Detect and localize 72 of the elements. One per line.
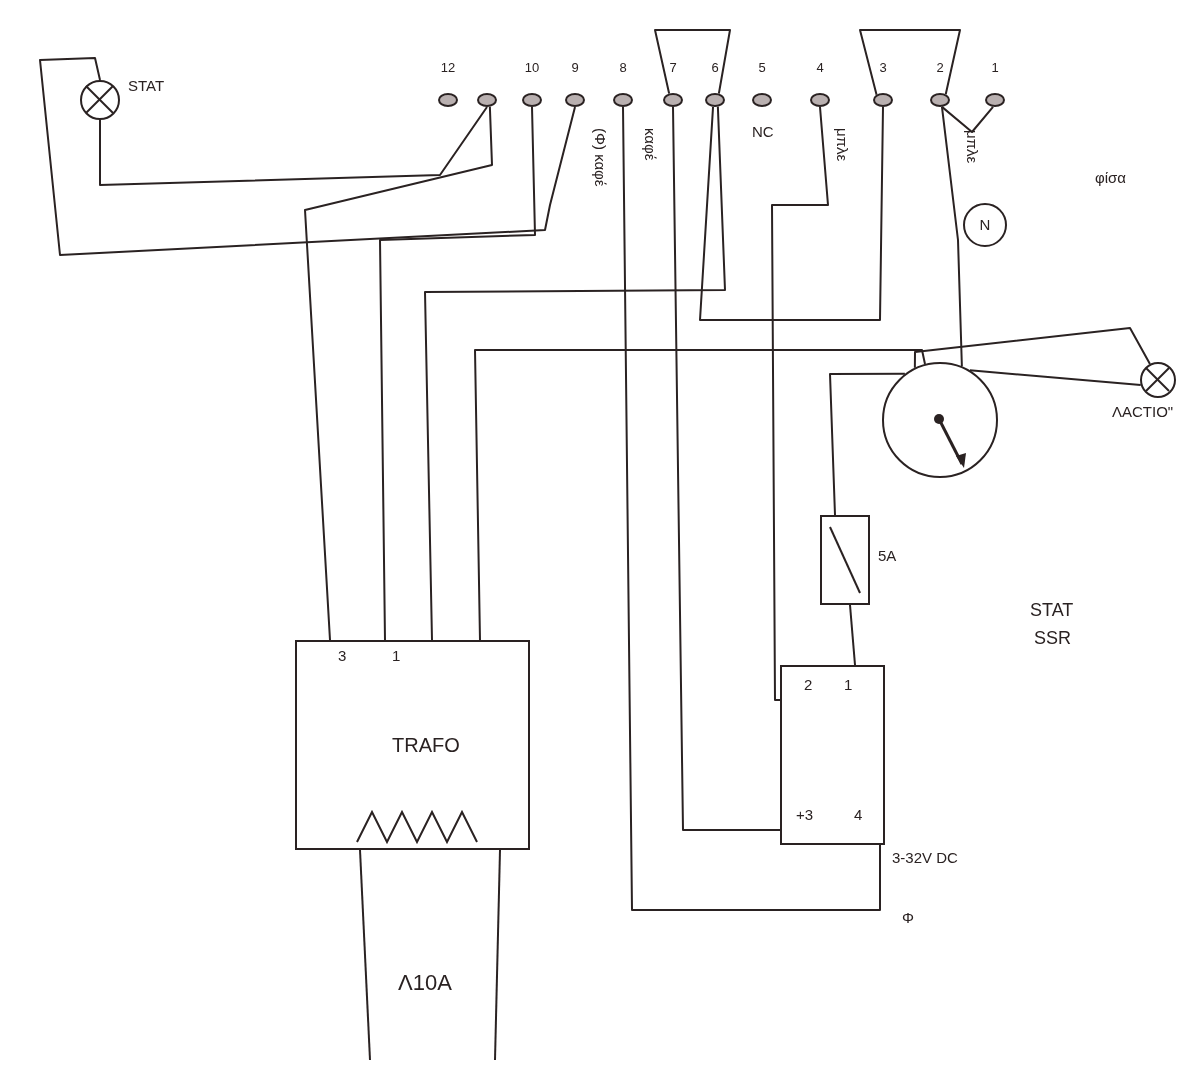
- wire: [39, 57, 576, 256]
- relay-box: [780, 665, 885, 845]
- wire: [359, 849, 371, 1061]
- lamp-symbol: [80, 80, 120, 120]
- terminal-number: 4: [815, 60, 825, 76]
- thermostat-dial: [882, 362, 998, 478]
- fuse-rating: 5A: [878, 548, 897, 564]
- wire: [968, 369, 1142, 387]
- terminal-number: 3: [878, 60, 888, 76]
- terminal-note: NC: [752, 124, 774, 140]
- terminal-number: 9: [570, 60, 580, 76]
- terminal-number: 5: [757, 60, 767, 76]
- screw-terminal: [613, 93, 633, 107]
- lamp-symbol: [1140, 362, 1176, 398]
- phase-mark: Φ: [902, 910, 914, 926]
- terminal-number: 2: [804, 677, 813, 693]
- transformer-label: TRAFO: [392, 737, 460, 753]
- wire: [940, 105, 963, 368]
- tap-number: 3: [338, 648, 347, 664]
- terminal-number: 2: [935, 60, 945, 76]
- wire: [699, 105, 884, 321]
- screw-terminal: [522, 93, 542, 107]
- fuse-symbol: [820, 515, 870, 605]
- lamp-label: ΛΑCTIO": [1112, 404, 1174, 420]
- screw-terminal: [705, 93, 725, 107]
- tap-number: 1: [392, 648, 401, 664]
- terminal-number: 10: [523, 60, 541, 76]
- screw-terminal: [873, 93, 893, 107]
- screw-terminal: [752, 93, 772, 107]
- wire-label: μπλε: [964, 130, 980, 164]
- wire-label: μπλε: [834, 128, 850, 162]
- terminal-number: 1: [990, 60, 1000, 76]
- device-label: SSR: [1034, 630, 1071, 646]
- terminal-number: 1: [844, 677, 853, 693]
- terminal-number: 6: [710, 60, 720, 76]
- screw-terminal: [985, 93, 1005, 107]
- device-label: STAT: [1030, 602, 1074, 618]
- wire: [424, 105, 726, 641]
- terminal-number: 12: [439, 60, 457, 76]
- terminal-number: 4: [854, 807, 863, 823]
- transformer-box: [295, 640, 530, 850]
- wire-label: (Φ) καφέ: [592, 128, 608, 187]
- wire: [379, 106, 536, 641]
- wire: [672, 106, 781, 831]
- voltage-rating: 3-32V DC: [892, 850, 958, 866]
- wire: [474, 349, 926, 641]
- wire: [849, 604, 856, 666]
- wire: [859, 29, 961, 96]
- plug-label: φίσα: [1095, 170, 1126, 186]
- wire: [829, 372, 906, 516]
- wire: [913, 327, 1151, 369]
- wire: [771, 106, 829, 701]
- neutral-letter: N: [979, 217, 991, 233]
- terminal-number: +3: [796, 807, 814, 823]
- wire: [99, 106, 488, 186]
- lamp-label: STAT: [128, 78, 165, 94]
- wire: [940, 105, 995, 133]
- circled-letter: [963, 203, 1007, 247]
- wire: [654, 29, 731, 95]
- wire: [304, 105, 493, 641]
- current-rating: Λ10A: [398, 975, 452, 991]
- screw-terminal: [477, 93, 497, 107]
- terminal-number: 8: [618, 60, 628, 76]
- terminal-number: 7: [668, 60, 678, 76]
- screw-terminal: [663, 93, 683, 107]
- wire: [494, 849, 501, 1061]
- wire-label: καφέ: [642, 128, 658, 161]
- screw-terminal: [565, 93, 585, 107]
- wire: [622, 106, 881, 911]
- screw-terminal: [930, 93, 950, 107]
- screw-terminal: [810, 93, 830, 107]
- screw-terminal: [438, 93, 458, 107]
